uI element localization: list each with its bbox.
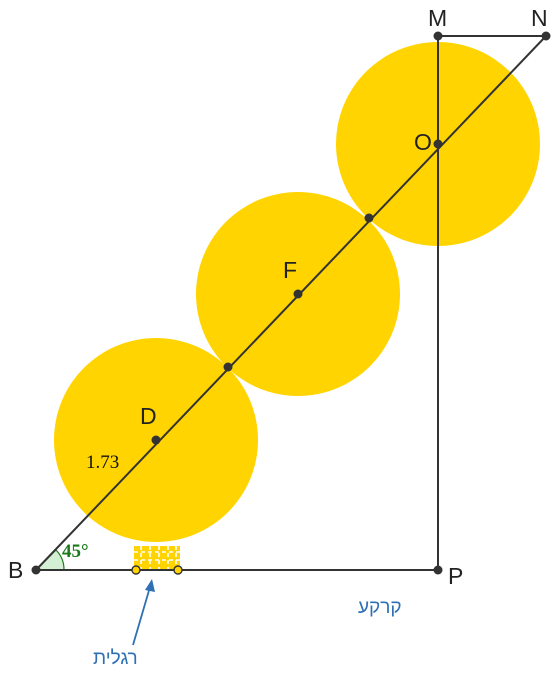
point-m — [433, 31, 443, 41]
label-n: N — [531, 5, 548, 31]
label-b: B — [8, 557, 23, 583]
point-tangent-1 — [223, 362, 233, 372]
point-p — [433, 565, 443, 575]
ground-annotation: קרקע — [358, 597, 402, 618]
label-d: D — [140, 403, 157, 429]
point-d — [151, 435, 161, 445]
label-m: M — [428, 5, 447, 31]
point-f — [293, 289, 303, 299]
length-label: 1.73 — [86, 452, 119, 473]
leg-point-left — [131, 565, 141, 575]
point-o — [433, 139, 443, 149]
label-o: O — [414, 129, 432, 155]
diagonal-line — [35, 35, 547, 571]
arrow-up-icon — [132, 579, 155, 646]
point-tangent-2 — [364, 213, 374, 223]
angle-label: 45° — [62, 541, 89, 562]
label-f: F — [283, 257, 297, 283]
leg-point-right — [173, 565, 183, 575]
leg-stand — [134, 546, 180, 570]
leg-annotation: רגלית — [93, 648, 138, 669]
point-n — [541, 31, 551, 41]
label-p: P — [448, 563, 463, 589]
point-b — [31, 565, 41, 575]
